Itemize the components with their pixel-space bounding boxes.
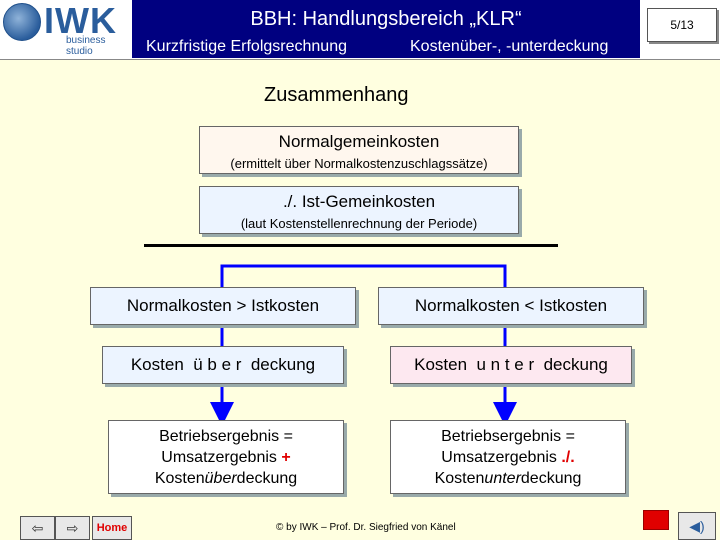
left-line2-text: Umsatzergebnis bbox=[161, 448, 282, 466]
sum-line bbox=[144, 244, 558, 247]
left-condition-box: Normalkosten > Istkosten bbox=[90, 287, 356, 325]
actual-overhead-note: (laut Kostenstellenrechnung der Periode) bbox=[240, 216, 478, 231]
logo: IWK business studio bbox=[0, 0, 130, 58]
right-line3-suffix: deckung bbox=[520, 469, 582, 487]
back-arrow-icon: ⇦ bbox=[31, 519, 44, 536]
right-result-line1: Betriebsergebnis = bbox=[441, 427, 575, 445]
minus-operator: ./. bbox=[561, 448, 575, 466]
logo-text: IWK bbox=[44, 0, 117, 41]
title-bar: BBH: Handlungsbereich „KLR“ Kurzfristige… bbox=[132, 0, 640, 58]
undercoverage-box: Kosten u n t e r deckung bbox=[390, 346, 632, 384]
page-number: 5/13 bbox=[647, 8, 717, 42]
normal-overhead-box: Normalgemeinkosten (ermittelt über Norma… bbox=[199, 126, 519, 174]
left-result-line1: Betriebsergebnis = bbox=[159, 427, 293, 445]
subtitle-right: Kostenüber-, -unterdeckung bbox=[410, 38, 609, 55]
back-button[interactable]: ⇦ bbox=[20, 516, 55, 540]
forward-arrow-icon: ⇨ bbox=[66, 519, 79, 536]
home-button[interactable]: Home bbox=[92, 516, 132, 540]
right-result-line2: Umsatzergebnis ./. bbox=[391, 447, 625, 468]
right-line3-prefix: Kosten bbox=[434, 469, 485, 487]
header-divider bbox=[0, 59, 720, 60]
right-condition-box: Normalkosten < Istkosten bbox=[378, 287, 644, 325]
red-marker[interactable] bbox=[643, 510, 669, 530]
branch-connector bbox=[220, 264, 507, 287]
globe-icon bbox=[3, 3, 41, 41]
left-line3-prefix: Kosten bbox=[154, 469, 205, 487]
left-result-box: Betriebsergebnis = Umsatzergebnis + Kost… bbox=[108, 420, 344, 494]
plus-operator: + bbox=[281, 448, 291, 466]
left-line3-suffix: deckung bbox=[236, 469, 298, 487]
subtitle-left: Kurzfristige Erfolgsrechnung bbox=[146, 38, 347, 55]
right-line2-text: Umsatzergebnis bbox=[441, 448, 562, 466]
forward-button[interactable]: ⇨ bbox=[55, 516, 90, 540]
normal-overhead-title: Normalgemeinkosten bbox=[278, 132, 440, 151]
copyright: © by IWK – Prof. Dr. Siegfried von Känel bbox=[276, 522, 456, 533]
speaker-icon: ◀) bbox=[689, 517, 705, 534]
normal-overhead-note: (ermittelt über Normalkostenzuschlagssät… bbox=[230, 156, 488, 171]
diagram-heading: Zusammenhang bbox=[264, 84, 409, 106]
right-result-box: Betriebsergebnis = Umsatzergebnis ./. Ko… bbox=[390, 420, 626, 494]
actual-overhead-title: ./. Ist-Gemeinkosten bbox=[282, 192, 436, 211]
logo-subtext: business studio bbox=[66, 35, 106, 57]
left-line3-em: über bbox=[204, 469, 237, 487]
left-result-line2: Umsatzergebnis + bbox=[109, 447, 343, 468]
left-result-line3: Kostenüberdeckung bbox=[109, 468, 343, 489]
header: IWK business studio BBH: Handlungsbereic… bbox=[0, 0, 720, 60]
actual-overhead-box: ./. Ist-Gemeinkosten (laut Kostenstellen… bbox=[199, 186, 519, 234]
overcoverage-box: Kosten ü b e r deckung bbox=[102, 346, 344, 384]
right-line3-em: unter bbox=[484, 469, 521, 487]
right-result-line3: Kostenunterdeckung bbox=[391, 468, 625, 489]
page-title: BBH: Handlungsbereich „KLR“ bbox=[250, 8, 522, 30]
sound-button[interactable]: ◀) bbox=[678, 512, 716, 540]
